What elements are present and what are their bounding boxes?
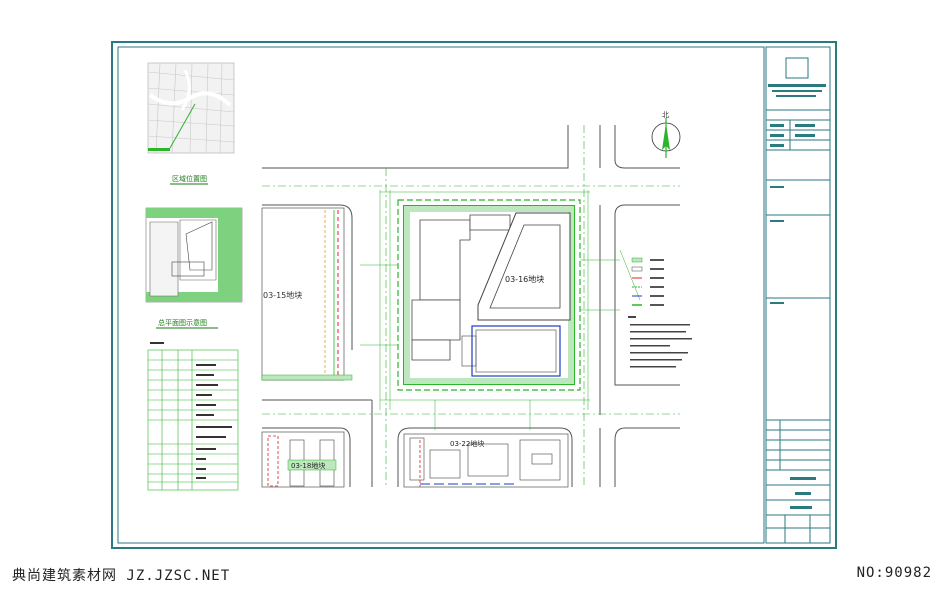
title-block — [765, 46, 831, 544]
site-diagram-inset — [145, 207, 243, 303]
legend-table — [147, 349, 239, 491]
parcel-south-label: 03-22地块 — [450, 439, 484, 448]
watermark-left: 典尚建筑素材网 JZ.JZSC.NET — [12, 568, 231, 584]
parcel-southwest-label: 03-18地块 — [291, 461, 325, 470]
title-block-text-marks — [768, 84, 826, 509]
podium-outline — [461, 325, 561, 377]
site-diagram-title: 总平面图示意图 — [158, 318, 207, 327]
road-network — [262, 125, 680, 487]
parcel-west-label: 03-15地块 — [263, 290, 302, 300]
road-centerlines — [262, 125, 680, 487]
location-map-title: 区域位置图 — [172, 174, 207, 183]
watermark-right: NO:90982 — [856, 565, 932, 581]
legend-table-marks — [150, 342, 232, 479]
inner-frame — [117, 46, 765, 544]
plan-notes — [628, 316, 692, 368]
north-arrow — [651, 118, 681, 158]
main-tower — [477, 212, 571, 321]
location-map-inset — [147, 62, 235, 154]
dimension-lines — [360, 190, 641, 430]
main-site-buildings — [411, 214, 511, 361]
parcel-south — [403, 433, 569, 488]
parcel-west — [261, 207, 353, 381]
plan-legend — [631, 257, 664, 306]
parcel-southwest — [261, 431, 345, 488]
parcel-main-label: 03-16地块 — [505, 274, 544, 284]
north-label: 北 — [662, 111, 669, 119]
